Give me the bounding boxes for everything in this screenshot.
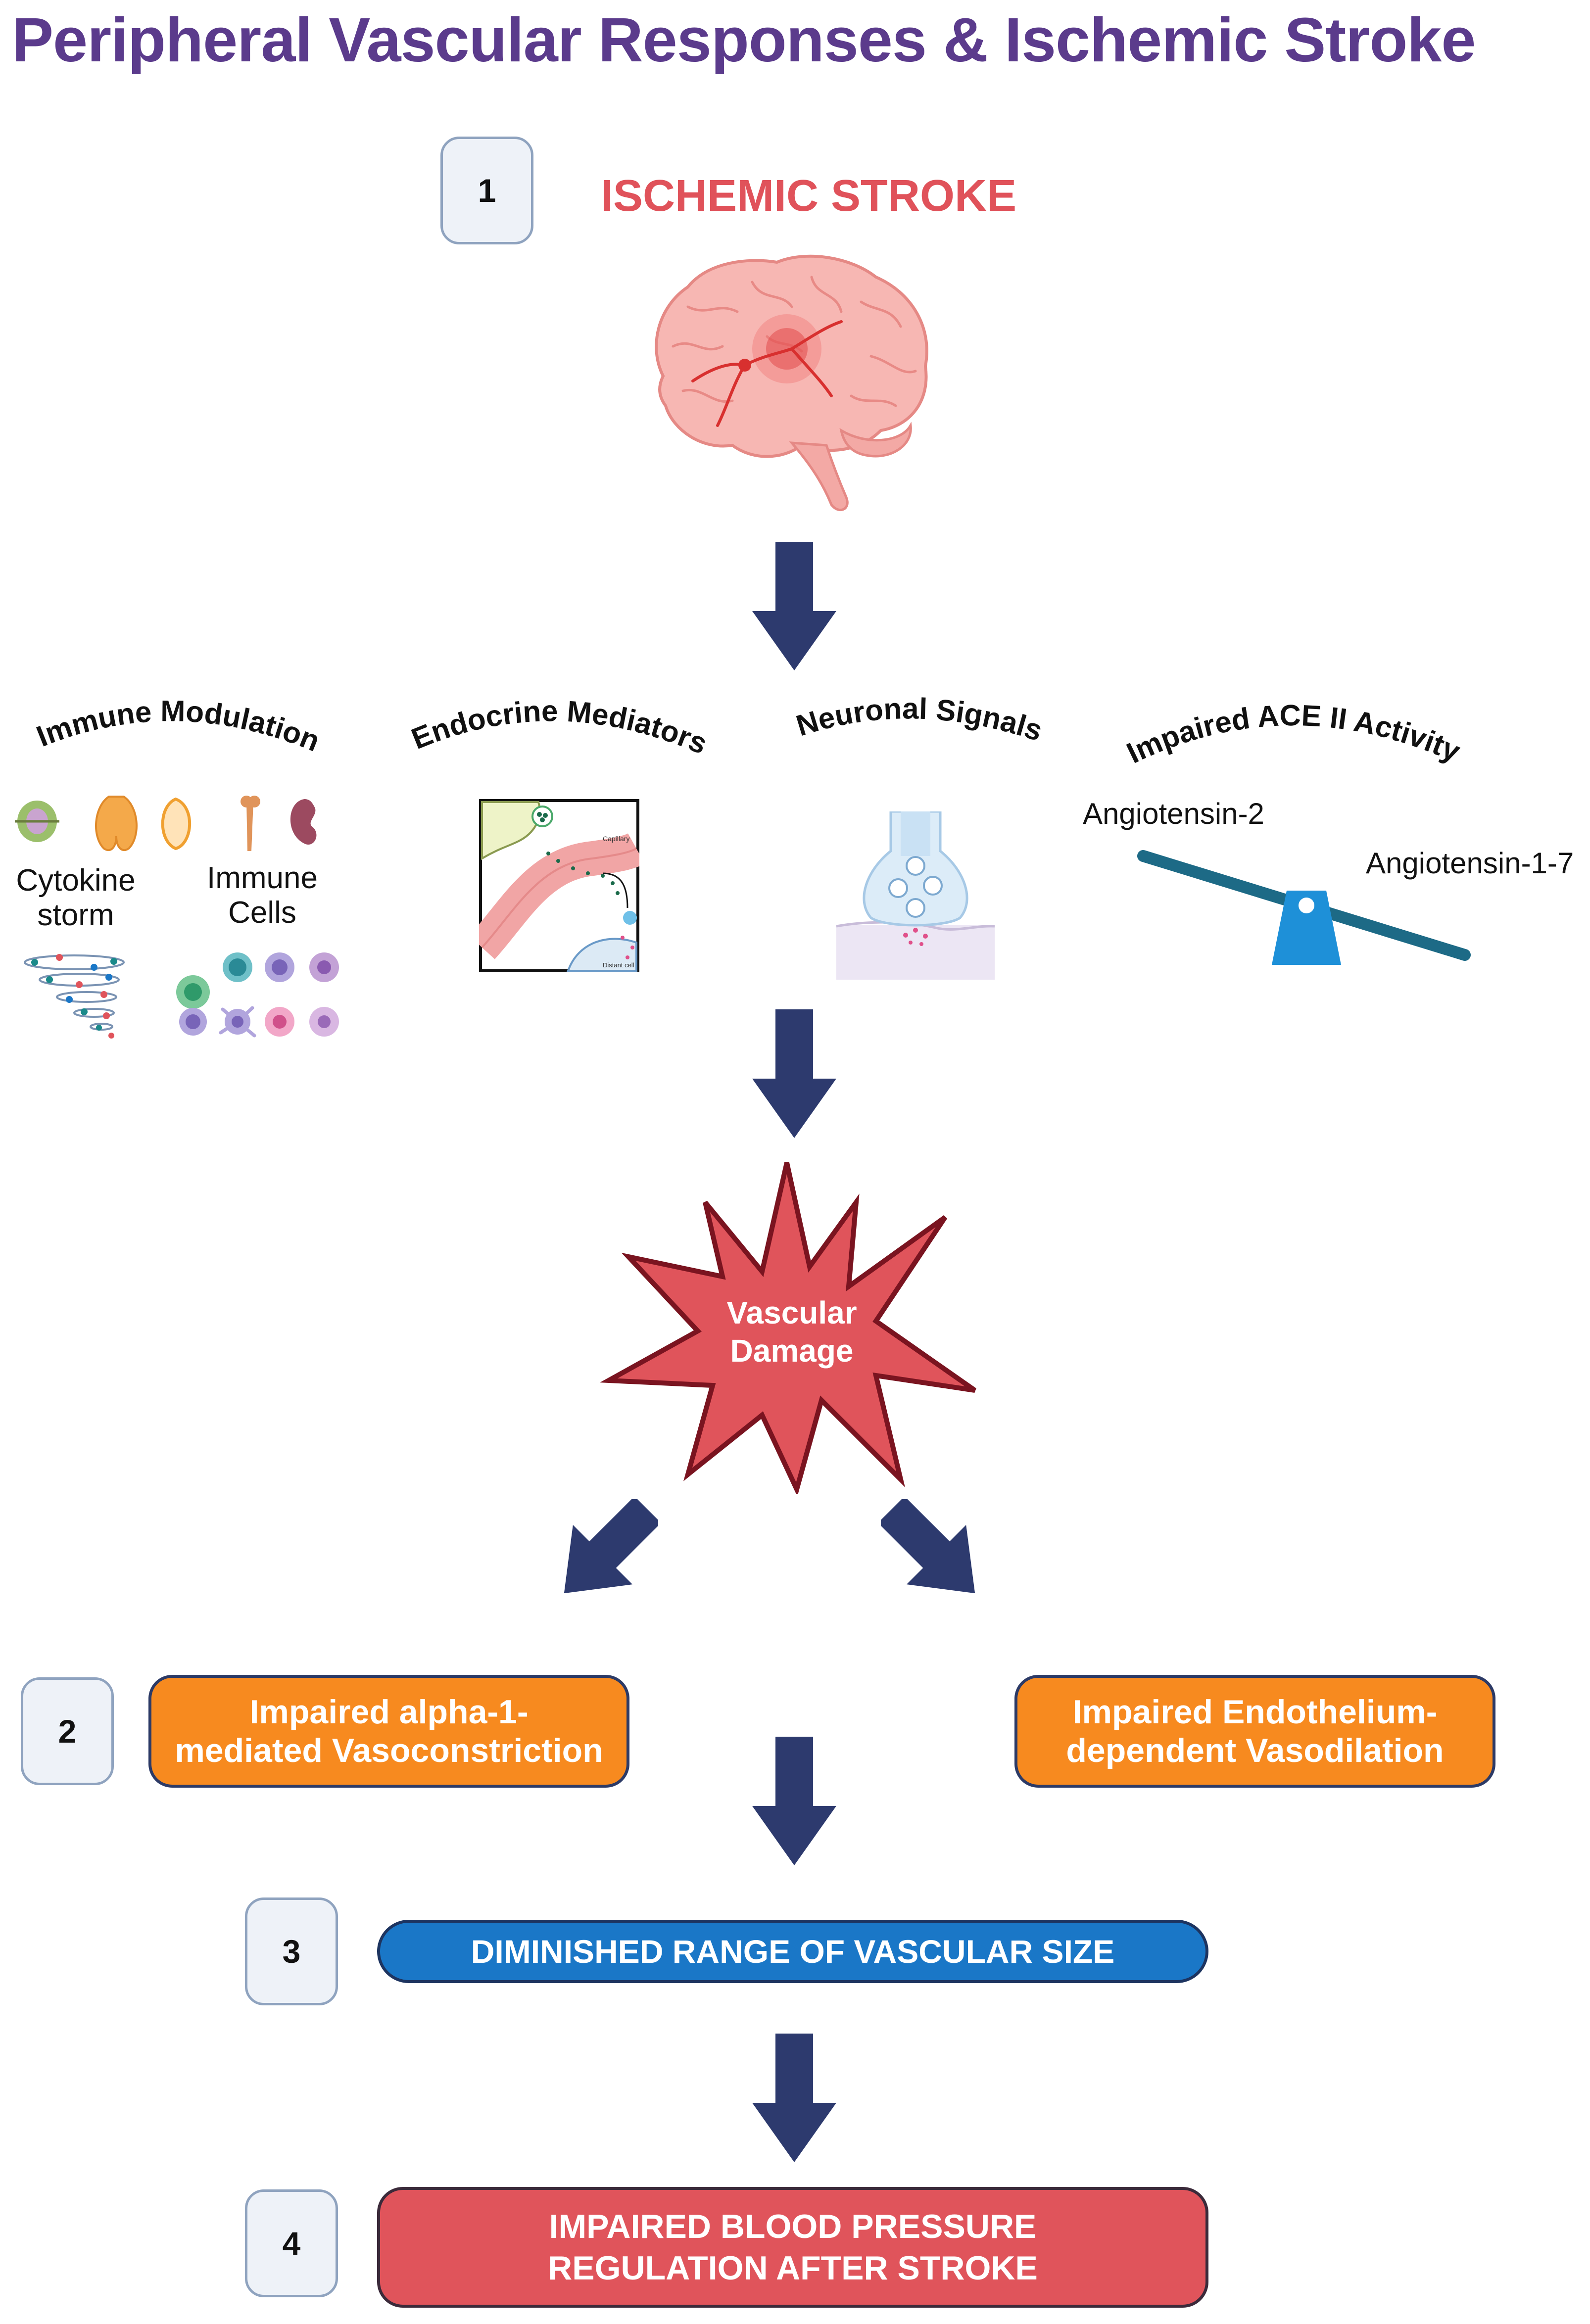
thymus-icon xyxy=(95,796,138,852)
arrow-down-1 xyxy=(752,542,836,670)
cytokine-storm-icon xyxy=(24,954,125,1039)
neuronal-signals-title: Neuronal Signals xyxy=(792,692,1046,747)
arrow-down-3 xyxy=(752,1737,836,1865)
impaired-vasoconstriction-box: Impaired alpha-1- mediated Vasoconstrict… xyxy=(148,1675,629,1788)
capillary-label: Capillary xyxy=(603,835,629,843)
vasodilation-line2: dependent Vasodilation xyxy=(1066,1732,1444,1769)
immune-cells-label: Immune Cells xyxy=(195,861,329,930)
vascular-damage-line1: Vascular xyxy=(726,1295,857,1330)
bp-regulation-line1: IMPAIRED BLOOD PRESSURE xyxy=(549,2208,1037,2245)
lymph-node-icon xyxy=(161,797,192,851)
category-titles: Immune Modulation Endocrine Mediators Ne… xyxy=(32,692,1466,770)
vascular-damage-star: Vascular Damage xyxy=(600,1162,976,1494)
vasoconstriction-line2: mediated Vasoconstriction xyxy=(175,1732,603,1769)
immune-cells-line2: Cells xyxy=(228,896,296,930)
vasodilation-line1: Impaired Endothelium- xyxy=(1072,1693,1438,1731)
impaired-vasodilation-box: Impaired Endothelium- dependent Vasodila… xyxy=(1014,1675,1495,1788)
cytokine-storm-label: Cytokine storm xyxy=(9,863,143,933)
arrow-down-2 xyxy=(752,1009,836,1138)
endocrine-diagram: Capillary Distant cell xyxy=(479,799,639,972)
seesaw-balance-icon xyxy=(1137,850,1471,965)
step-4-badge: 4 xyxy=(245,2189,338,2297)
arrow-diagonal-left xyxy=(564,1499,658,1594)
step-1-badge: 1 xyxy=(440,137,533,244)
endocrine-mediators-title: Endocrine Mediators xyxy=(407,694,712,760)
arrow-diagonal-right xyxy=(881,1499,975,1594)
arrow-down-4 xyxy=(752,2034,836,2162)
angiotensin-2-label: Angiotensin-2 xyxy=(1083,797,1264,830)
brain-illustration xyxy=(655,254,928,512)
immune-organ-icons xyxy=(15,796,317,852)
angiotensin-1-7-label: Angiotensin-1-7 xyxy=(1366,847,1574,880)
step-2-badge: 2 xyxy=(21,1677,114,1785)
ace-activity-title: Impaired ACE II Activity xyxy=(1121,699,1465,770)
bp-regulation-line2: REGULATION AFTER STROKE xyxy=(548,2249,1038,2287)
diminished-range-box: DIMINISHED RANGE OF VASCULAR SIZE xyxy=(377,1920,1208,1983)
spleen-icon xyxy=(15,801,59,842)
ischemic-stroke-label: ISCHEMIC STROKE xyxy=(601,171,1017,221)
step-3-badge: 3 xyxy=(245,1897,338,2005)
immune-cells-line1: Immune xyxy=(207,861,318,895)
neuronal-synapse-icon xyxy=(836,811,995,980)
vasoconstriction-line1: Impaired alpha-1- xyxy=(249,1693,529,1731)
cytokine-label-line2: storm xyxy=(37,898,114,932)
distant-cell-label: Distant cell xyxy=(603,961,634,969)
cytokine-label-line1: Cytokine xyxy=(16,863,136,898)
immune-modulation-title: Immune Modulation xyxy=(32,694,325,758)
bone-icon xyxy=(241,796,260,851)
kidney-icon xyxy=(290,799,317,845)
immune-cells-icon xyxy=(176,952,339,1038)
impaired-bp-regulation-box: IMPAIRED BLOOD PRESSURE REGULATION AFTER… xyxy=(377,2187,1208,2308)
page-title: Peripheral Vascular Responses & Ischemic… xyxy=(12,5,1476,75)
vascular-damage-line2: Damage xyxy=(730,1333,854,1369)
